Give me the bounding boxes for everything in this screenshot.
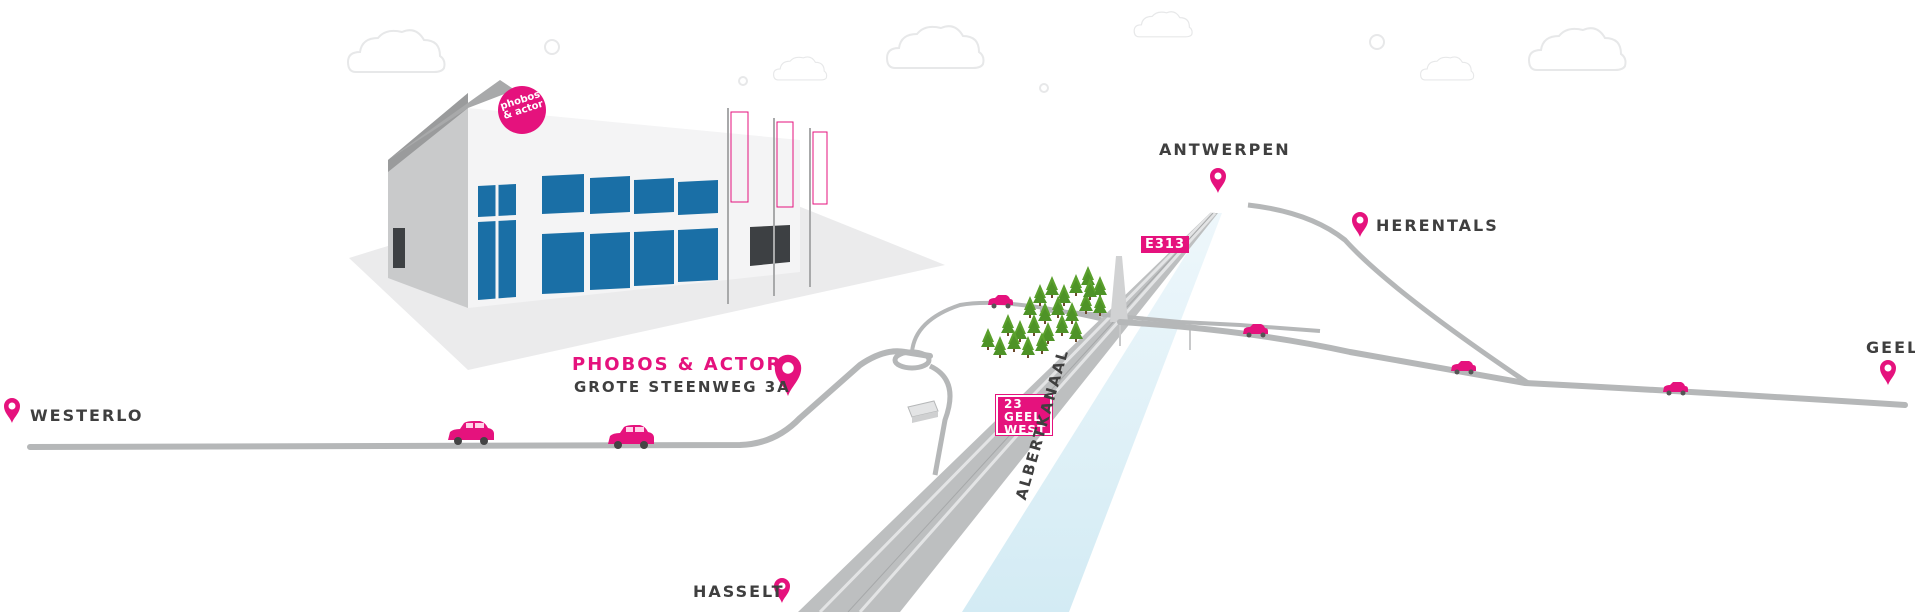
place-label-antwerpen: ANTWERPEN [1159, 140, 1291, 159]
cloud-icon [886, 25, 985, 69]
exit-number: 23 [1004, 397, 1023, 411]
place-label-hasselt: HASSELT [693, 582, 785, 601]
cloud-icon [1133, 11, 1193, 38]
place-label-westerlo: WESTERLO [30, 406, 144, 425]
road-westerlo [27, 348, 933, 450]
exit-line-2: WEST [1004, 423, 1047, 437]
location-pin-icon [1880, 360, 1896, 385]
flag-icon [727, 108, 828, 304]
road-herentals [1247, 202, 1530, 386]
cloud-icon [773, 56, 828, 81]
place-label-herentals: HERENTALS [1376, 216, 1499, 235]
location-pin-icon [4, 398, 20, 423]
car-icon [448, 421, 494, 445]
location-pin-icon [1210, 168, 1226, 193]
place-label-geel: GEEL [1866, 338, 1915, 357]
office-building [388, 80, 800, 308]
truck-icon [907, 400, 939, 423]
albert-canal [962, 213, 1222, 612]
location-pin-icon [1352, 212, 1368, 237]
cloud-icon [1420, 56, 1475, 81]
exit-sign: 23 GEEL WEST [996, 395, 1052, 437]
exit-line-1: GEEL [1004, 410, 1042, 424]
cloud-icon [347, 29, 446, 73]
cloud-icon [1528, 27, 1627, 71]
highway-sign-e313: E313 [1141, 236, 1190, 253]
headquarters-name: PHOBOS & ACTOR [572, 354, 783, 375]
road-geel [1117, 319, 1908, 408]
headquarters-address: GROTE STEENWEG 3A [574, 378, 791, 396]
car-icon [988, 295, 1013, 309]
